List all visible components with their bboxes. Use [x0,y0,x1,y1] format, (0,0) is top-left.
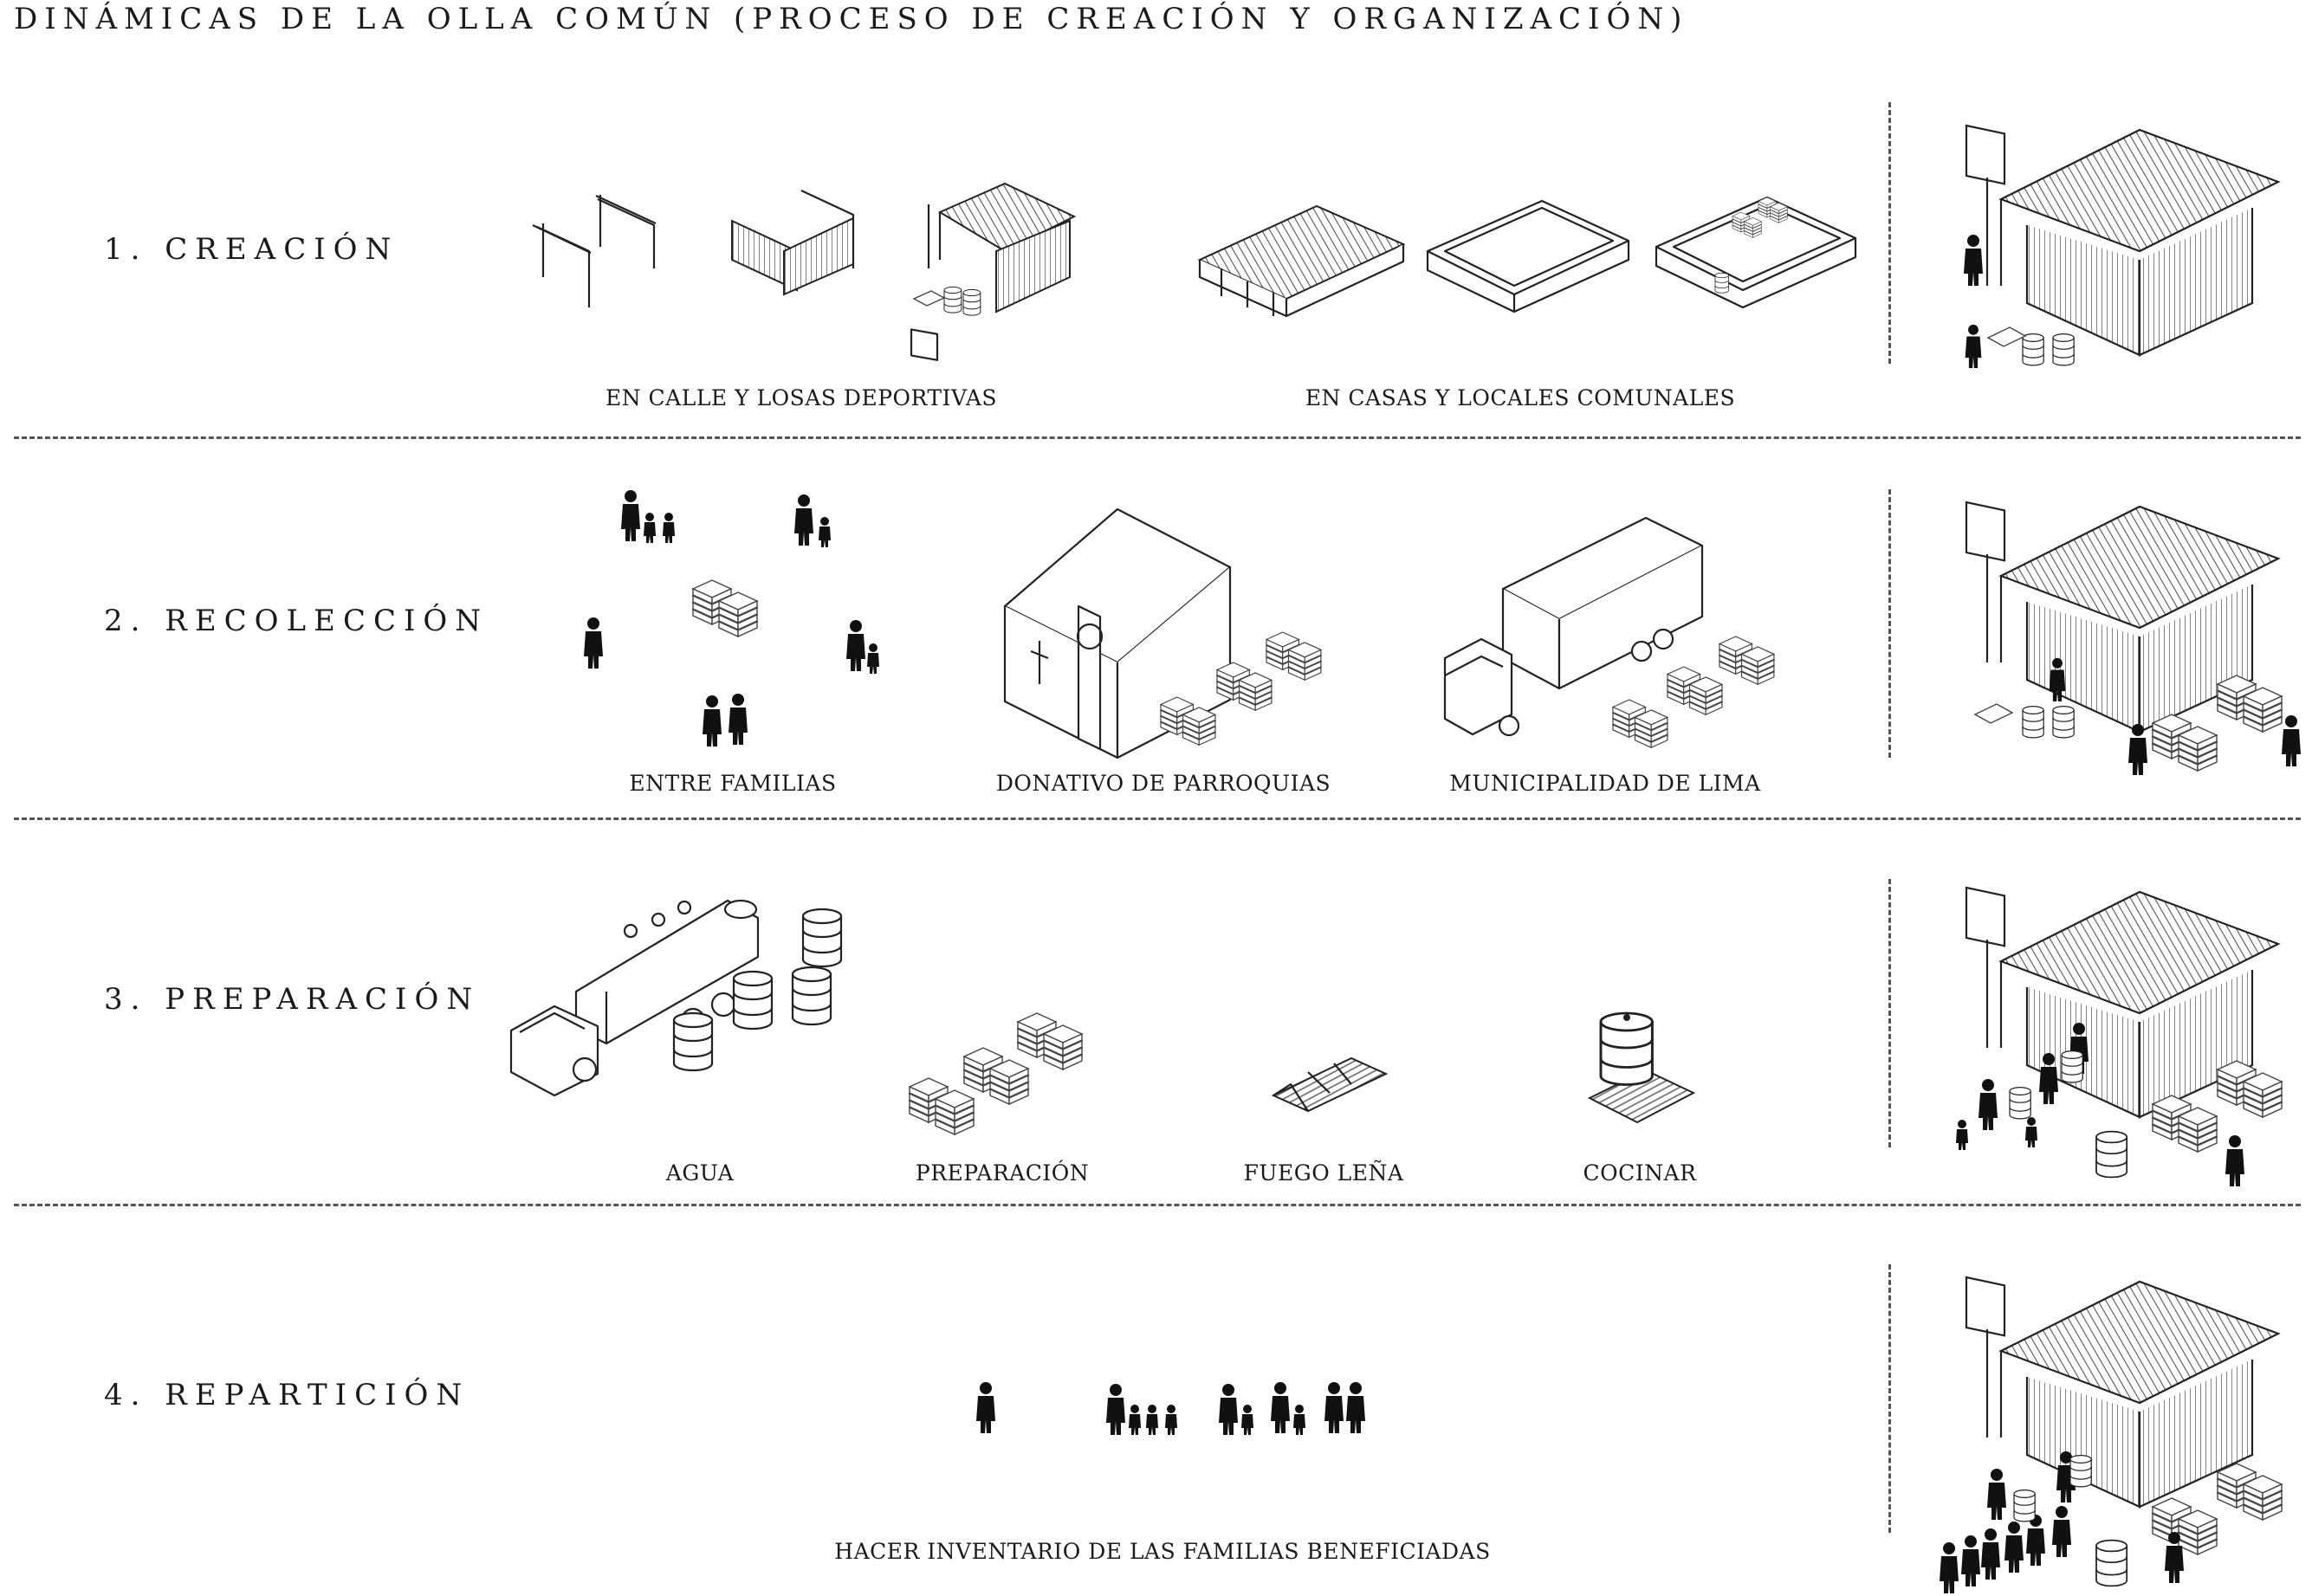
olla-comun-cooking-icon [1956,886,2282,1186]
house-open-icon [1426,199,1630,313]
people-queue-icon [976,1382,1365,1435]
caption-cocinar: COCINAR [1583,1160,1697,1186]
row-separator-1 [14,436,2301,439]
step-label-reparticion: 4. REPARTICIÓN [104,1378,470,1412]
church-icon [1003,507,1321,759]
step-label-creacion: 1. CREACIÓN [104,232,399,267]
column-separator-1 [1888,102,1891,364]
water-tanker-icon [509,899,843,1097]
olla-comun-shed-icon [1964,124,2280,368]
caption-fuego-lena: FUEGO LEÑA [1243,1160,1404,1186]
row-separator-3 [14,1204,2301,1206]
caption-agua: AGUA [665,1160,735,1186]
column-separator-4 [1888,1264,1891,1533]
house-storage-icon [1655,196,1857,309]
caption-calle-losas: EN CALLE Y LOSAS DEPORTIVAS [605,385,998,410]
fenced-enclosure-icon [731,190,855,296]
food-bags-icon [910,1013,1082,1134]
column-separator-3 [1888,879,1891,1147]
step-label-preparacion: 3. PREPARACIÓN [104,982,481,1017]
column-separator-2 [1888,489,1891,758]
caption-municipalidad-lima: MUNICIPALIDAD DE LIMA [1449,771,1761,796]
caption-preparacion: PREPARACIÓN [915,1160,1090,1186]
row-separator-2 [14,817,2301,820]
caption-entre-familias: ENTRE FAMILIAS [629,771,837,796]
street-shed-icon [910,182,1077,361]
diagram-title: DINÁMICAS DE LA OLLA COMÚN (PROCESO DE C… [14,2,1689,36]
caption-donativo-parroquias: DONATIVO DE PARROQUIAS [995,771,1331,796]
families-icon [584,490,879,746]
olla-comun-collection-icon [1965,501,2301,775]
truck-icon [1443,516,1774,747]
caption-inventario-familias: HACER INVENTARIO DE LAS FAMILIAS BENEFIC… [834,1539,1491,1564]
olla-comun-distribution-icon [1940,1276,2282,1593]
step-label-recoleccion: 2. RECOLECCIÓN [104,604,489,638]
caption-casas-locales: EN CASAS Y LOCALES COMUNALES [1305,385,1736,410]
house-roofed-icon [1197,204,1406,318]
firewood-icon [1271,1056,1389,1113]
cooking-pot-icon [1587,1011,1696,1124]
posts-frame-icon [532,195,657,307]
